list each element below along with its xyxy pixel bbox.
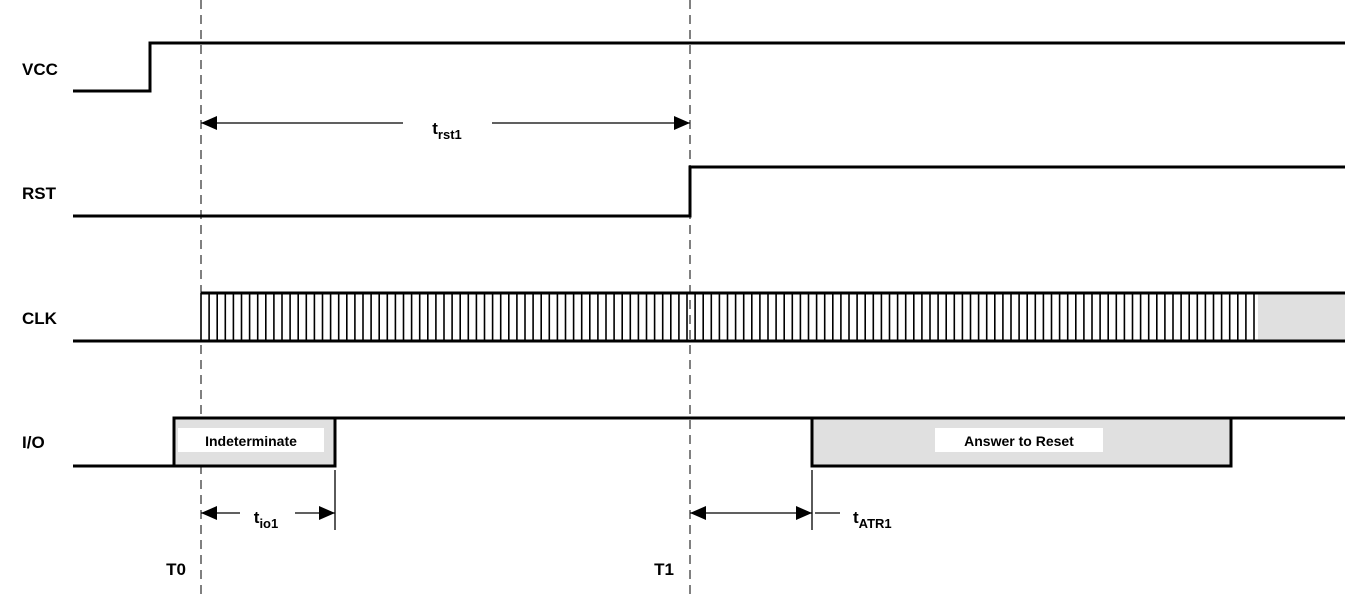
t1-marker: T1 [654,560,674,579]
answer-to-reset-label-bg [935,428,1103,452]
clk-label: CLK [22,309,58,328]
tio1-right-arrowhead [319,506,335,520]
trst1-main: t [432,119,438,138]
clk-pulses [200,293,1255,341]
trst1-sub: rst1 [438,127,462,142]
tio1-label: tio1 [254,508,278,531]
trst1-left-arrowhead [201,116,217,130]
tio1-main: t [254,508,260,527]
io-waveform: Indeterminate Answer to Reset [73,416,1345,468]
tatr1-sub: ATR1 [859,516,892,531]
tatr1-label: tATR1 [853,508,892,531]
rst-label: RST [22,184,57,203]
answer-to-reset-label: Answer to Reset [964,433,1074,449]
vcc-label: VCC [22,60,58,79]
io-label: I/O [22,433,45,452]
io-high-line [73,416,1345,468]
t0-marker: T0 [166,560,186,579]
rst-waveform [73,165,1345,218]
trst1-right-arrowhead [674,116,690,130]
vcc-waveform [73,41,1345,93]
tatr1-dimension: tATR1 [690,470,892,531]
trst1-label: trst1 [432,119,462,142]
indeterminate-label: Indeterminate [205,433,297,449]
tio1-sub: io1 [259,516,278,531]
indeterminate-label-bg [178,428,324,452]
trst1-dimension: trst1 [201,116,690,142]
tio1-left-arrowhead [201,506,217,520]
clk-shaded-region [1258,293,1345,341]
tatr1-left-arrowhead [690,506,706,520]
indeterminate-bottom [174,418,337,468]
tatr1-main: t [853,508,859,527]
clk-waveform [73,291,1345,343]
tatr1-right-arrowhead [796,506,812,520]
tio1-dimension: tio1 [201,470,336,531]
answer-to-reset-outline [810,418,1233,468]
